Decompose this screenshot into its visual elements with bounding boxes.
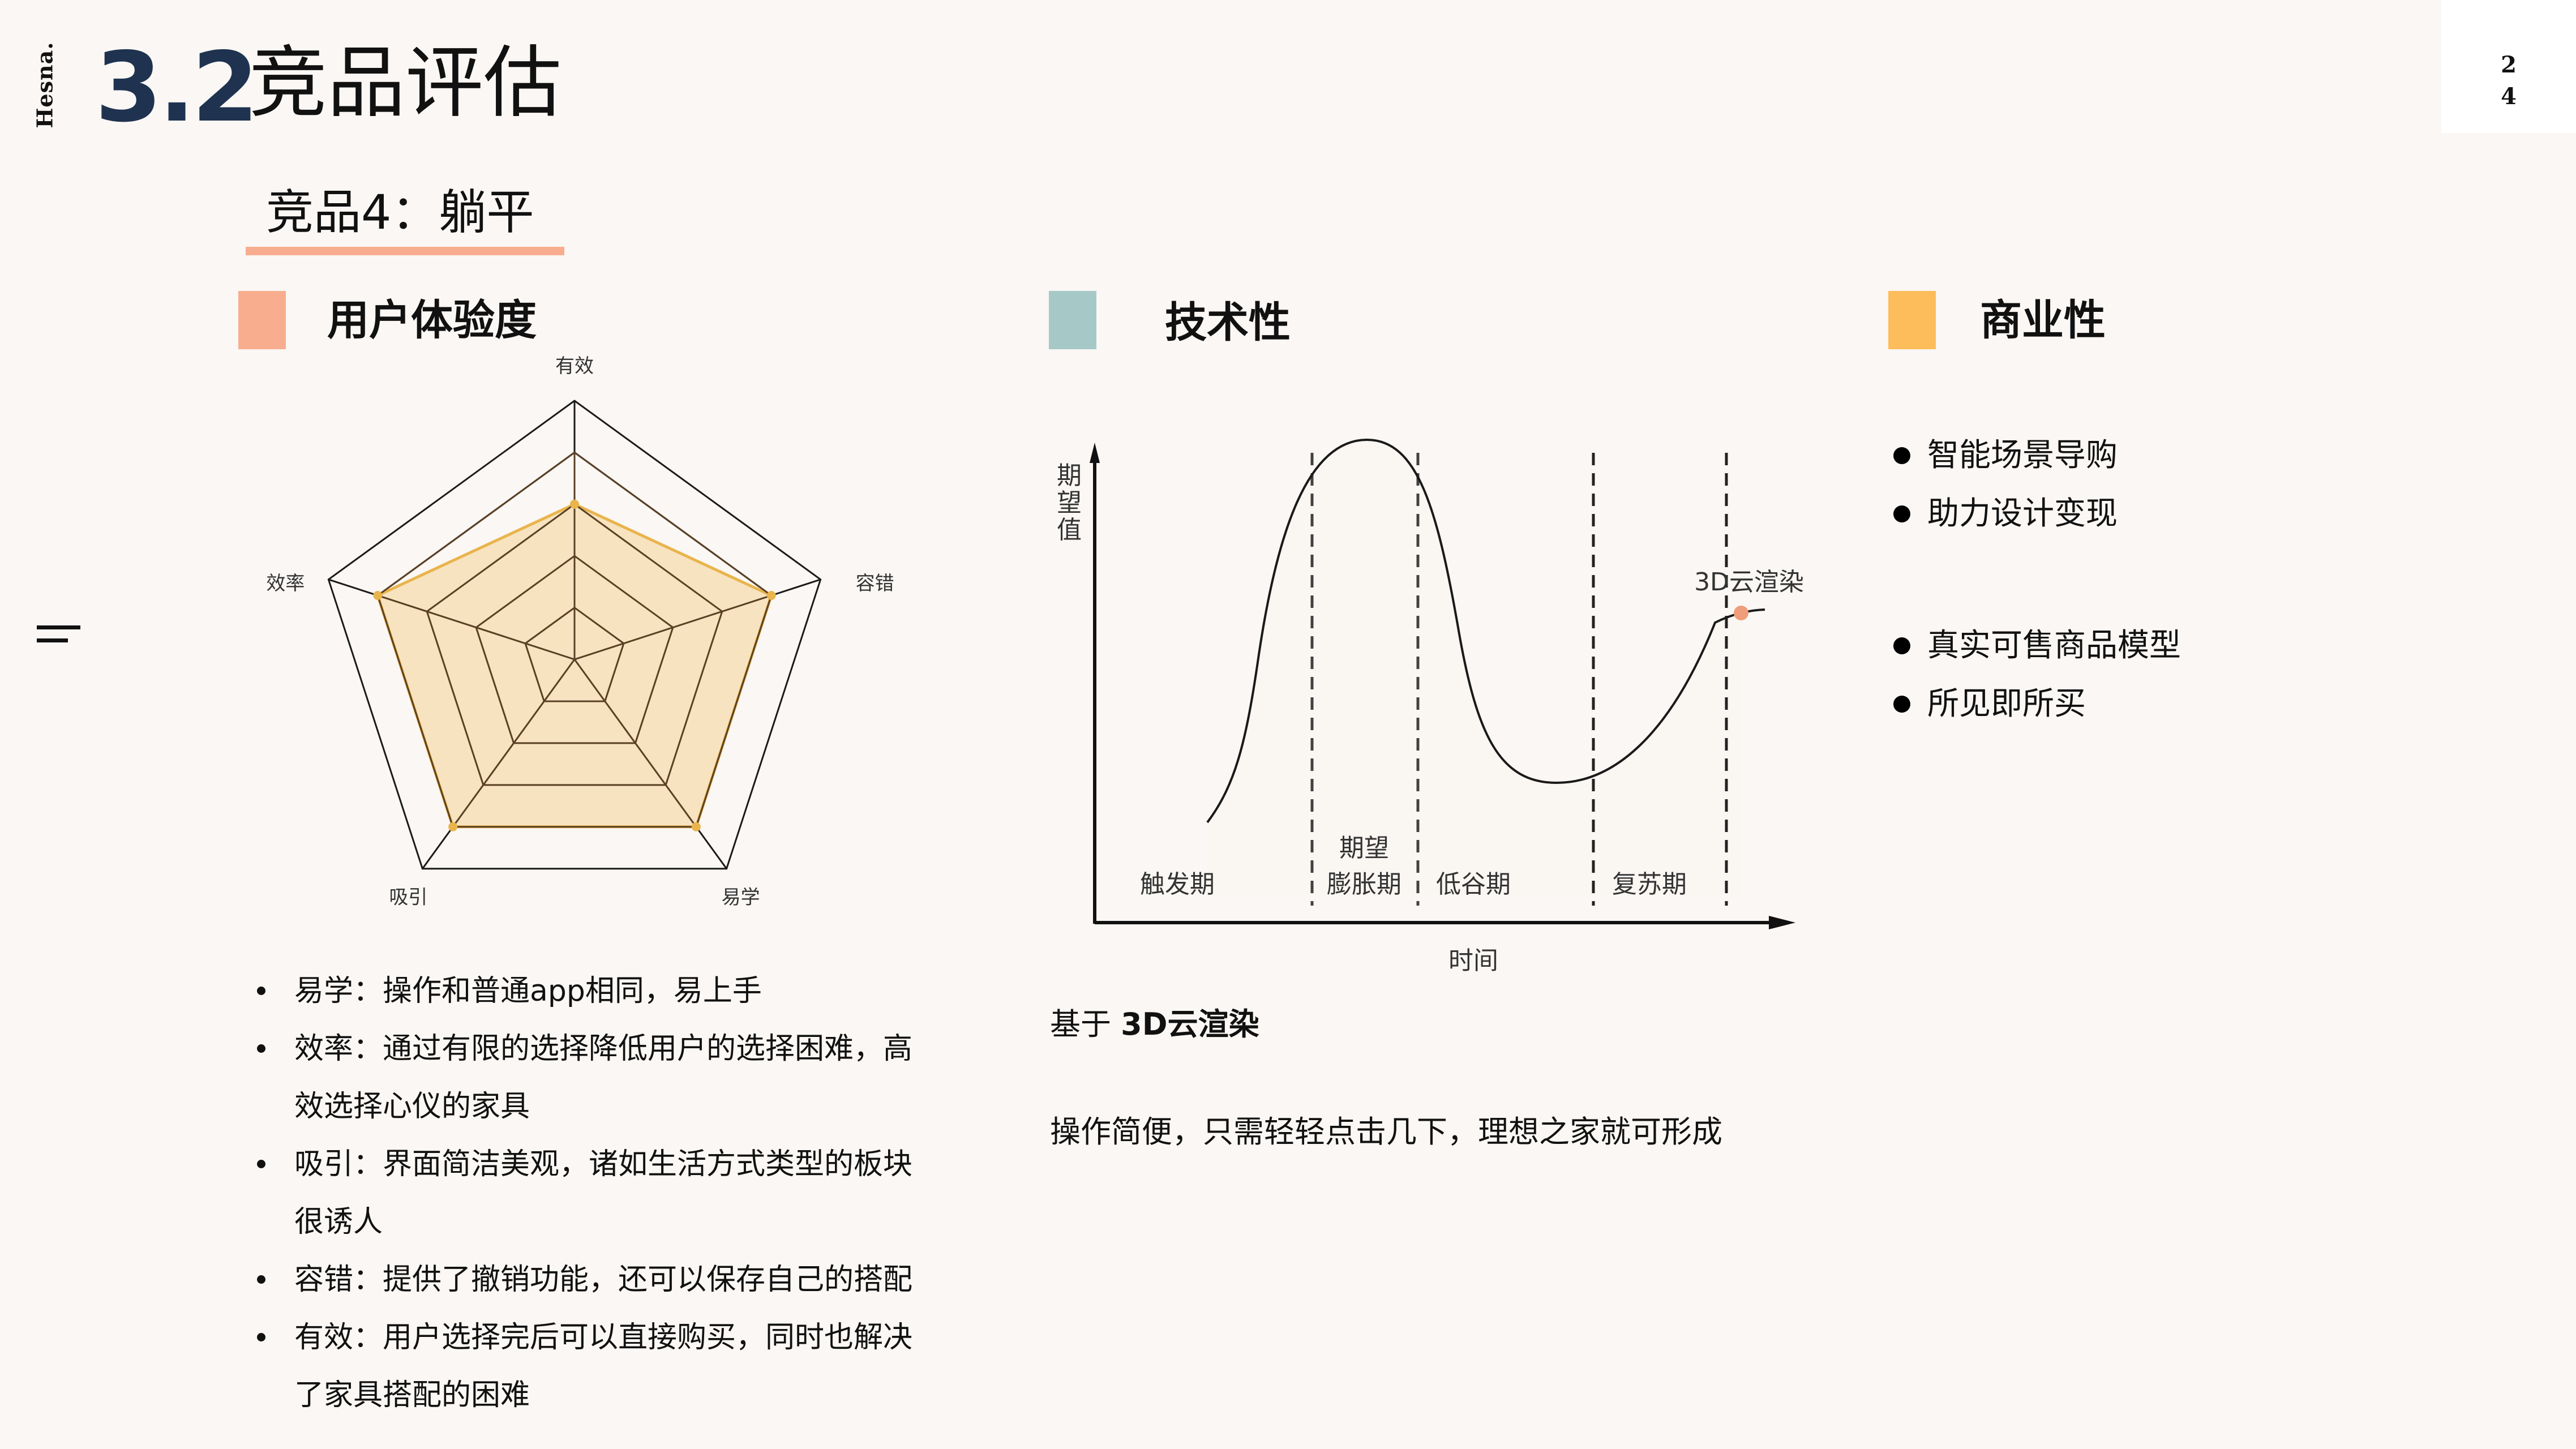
biz-item-design-monetize: 助力设计变现	[1888, 488, 2181, 547]
page-number-box: 2 4	[2441, 0, 2576, 133]
ux-bullet-tolerance: 容错：提供了撤销功能，还可以保存自己的搭配	[255, 1251, 928, 1309]
page-title: 竞品评估	[249, 37, 562, 128]
hype-cycle-chart: 期望值时间触发期期望膨胀期低谷期复苏期3D云渲染	[1057, 438, 1804, 975]
ux-bullet-efficiency: 效率：通过有限的选择降低用户的选择困难，高效选择心仪的家具	[255, 1020, 928, 1135]
x-axis-arrow-icon	[1769, 916, 1795, 929]
radar-axis-label: 效率	[266, 572, 305, 595]
tech-color-square	[1049, 291, 1096, 349]
brand-logo: Hesna.	[31, 41, 59, 128]
biz-item-wysiwyg-buy: 所见即所买	[1888, 679, 2181, 737]
tech-description: 操作简便，只需轻轻点击几下，理想之家就可形成	[1050, 1114, 1722, 1150]
tech-heading: 技术性	[1165, 298, 1291, 347]
section-number: 3.2	[95, 32, 259, 144]
y-axis-label: 值	[1057, 516, 1082, 545]
radar-axis-label: 吸引	[389, 886, 427, 909]
page-number-digit-2: 4	[2501, 83, 2517, 110]
phase-label-peak: 膨胀期	[1327, 870, 1401, 899]
biz-color-square	[1888, 291, 1936, 349]
ux-bullet-attraction: 吸引：界面简洁美观，诸如生活方式类型的板块很诱人	[255, 1135, 928, 1251]
x-axis-label: 时间	[1448, 946, 1498, 975]
tech-description-title: 基于 3D云渲染	[1050, 1005, 1259, 1044]
y-axis-arrow-icon	[1090, 443, 1100, 463]
radar-axis-label: 容错	[856, 572, 894, 595]
radar-axis-label: 有效	[555, 355, 594, 378]
ux-bullet-easy: 易学：操作和普通app相同，易上手	[255, 962, 928, 1020]
menu-icon[interactable]	[37, 623, 82, 645]
radar-axis-label: 易学	[722, 886, 760, 909]
brand-name: Hesna.	[32, 41, 58, 128]
y-axis-label: 期	[1057, 461, 1082, 490]
ux-bullet-effective: 有效：用户选择完后可以直接购买，同时也解决了家具搭配的困难	[255, 1309, 928, 1424]
biz-item-real-products: 真实可售商品模型	[1888, 620, 2181, 679]
biz-bullet-list: 智能场景导购 助力设计变现 真实可售商品模型 所见即所买	[1888, 430, 2181, 737]
highlight-point-label: 3D云渲染	[1694, 568, 1804, 597]
ux-color-square	[238, 291, 286, 349]
phase-label-trough: 低谷期	[1436, 870, 1511, 899]
radar-data-polygon	[373, 451, 776, 831]
ux-heading: 用户体验度	[327, 296, 537, 345]
highlight-point-dot	[1734, 606, 1748, 620]
hype-curve-line	[1206, 438, 1765, 824]
tech-prefix: 基于	[1050, 1006, 1121, 1042]
phase-divider-lines	[1310, 453, 1728, 906]
competitor-label: 竞品4：躺平	[266, 185, 534, 240]
phase-label-trigger: 触发期	[1140, 870, 1215, 899]
phase-label-recovery: 复苏期	[1612, 870, 1687, 899]
ux-bullet-list: 易学：操作和普通app相同，易上手 效率：通过有限的选择降低用户的选择困难，高效…	[255, 962, 991, 1424]
page-number-digit-1: 2	[2501, 52, 2517, 78]
phase-label-peak: 期望	[1339, 834, 1389, 863]
tech-highlight: 3D云渲染	[1121, 1006, 1259, 1042]
biz-item-smart-guide: 智能场景导购	[1888, 430, 2181, 488]
competitor-underline	[246, 247, 564, 255]
page-number: 2 4	[2441, 49, 2576, 113]
y-axis-label: 望	[1057, 488, 1082, 517]
biz-heading: 商业性	[1980, 296, 2106, 345]
hype-curve-area	[1207, 440, 1741, 894]
